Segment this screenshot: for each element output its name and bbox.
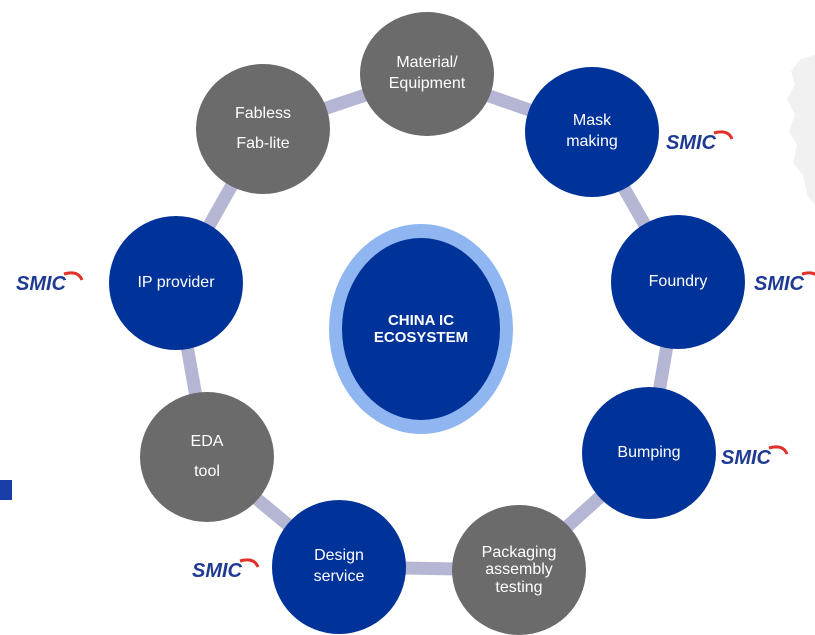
node-foundry: Foundry (611, 215, 745, 349)
smic-logo-text: SMIC (16, 273, 67, 295)
node-ip-provider-label-1: IP provider (137, 273, 215, 291)
smic-logo-text: SMIC (192, 560, 243, 582)
smic-logo-swoosh (768, 445, 789, 455)
smic-logo-icon: SMIC (188, 553, 268, 585)
node-design-service-label-1: Design (314, 547, 364, 565)
smic-logo-icon: SMIC (662, 125, 742, 157)
node-material-equipment: Material/Equipment (360, 12, 494, 136)
smic-logo-swoosh (239, 558, 260, 568)
node-fabless-label-1: Fabless (234, 104, 292, 122)
node-bumping: Bumping (582, 387, 716, 519)
center-title: CHINA IC ECOSYSTEM (342, 238, 500, 420)
node-packaging-label-3: testing (495, 578, 543, 596)
smic-logo-swoosh (801, 271, 815, 276)
center-title-line2: ECOSYSTEM (373, 329, 469, 346)
node-eda-tool-label-1: EDA (190, 432, 224, 450)
node-bumping-label-1: Bumping (617, 443, 681, 461)
smic-logo-swoosh (63, 271, 84, 281)
node-mask-making-label-1: Mask (572, 112, 612, 130)
smic-logo-icon: SMIC (12, 266, 92, 298)
node-mask-making: Mask making (525, 67, 659, 197)
map-watermark-icon (783, 55, 815, 205)
node-fabless-label-2: Fab-lite (236, 135, 290, 152)
smic-logo-text: SMIC (754, 273, 805, 295)
node-material-equipment-label-1: Material/ (396, 54, 458, 72)
node-design-service-label-2: service (313, 568, 365, 585)
node-material-equipment-label-2: Equipment (388, 75, 466, 92)
smic-logo-swoosh (713, 130, 734, 140)
slide-edge-accent (0, 480, 12, 500)
connector-5 (401, 561, 459, 576)
smic-logo-text: SMIC (666, 132, 717, 154)
node-foundry-label-1: Foundry (648, 272, 708, 290)
connector-7 (180, 343, 203, 399)
node-eda-tool-label-2: tool (194, 463, 220, 480)
connector-3 (652, 343, 674, 393)
node-packaging-label-2: assembly (485, 561, 553, 579)
smic-logo-icon: SMIC (717, 440, 797, 472)
node-ip-provider: IP provider (109, 216, 243, 350)
center-title-line1: CHINA IC (387, 311, 455, 329)
node-design-service: Design service (272, 500, 406, 634)
node-eda-tool: EDA tool (140, 392, 274, 522)
node-packaging-label-1: Packaging (481, 543, 557, 561)
node-mask-making-label-2: making (566, 133, 618, 150)
smic-logo-icon: SMIC (750, 266, 815, 298)
smic-logo-text: SMIC (721, 447, 772, 469)
